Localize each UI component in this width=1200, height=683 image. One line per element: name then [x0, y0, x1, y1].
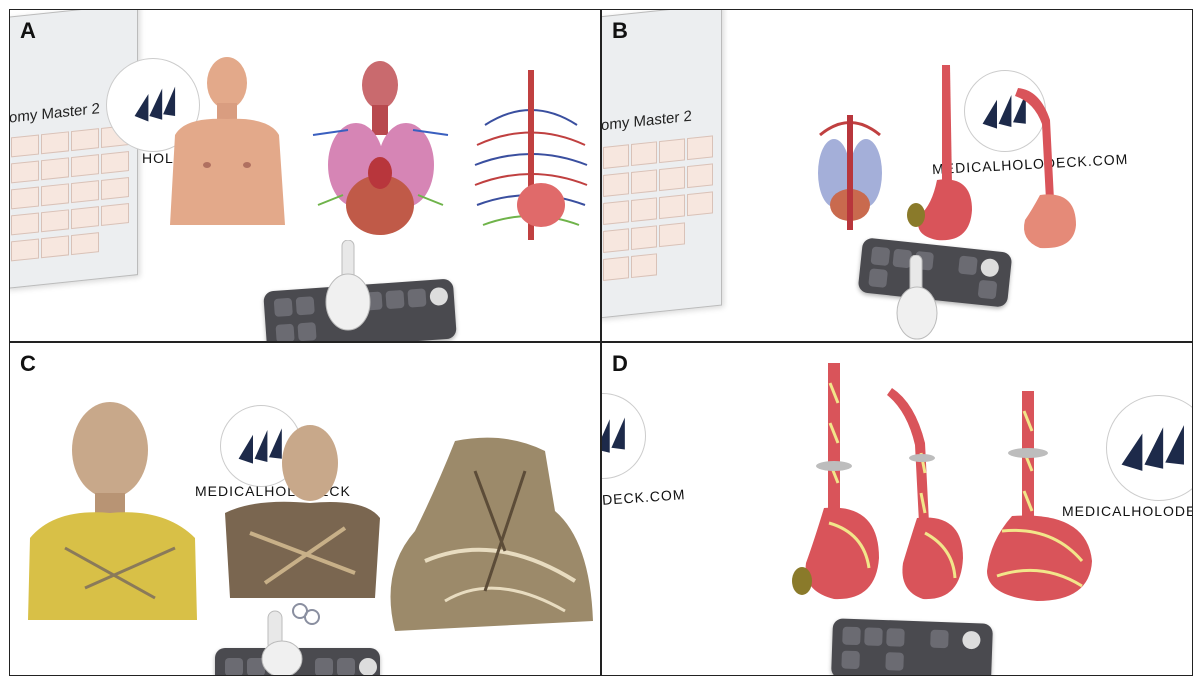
panel-b: B omy Master 2 — [601, 9, 1193, 342]
cadaver-dissection-model[interactable] — [375, 431, 600, 641]
panel-c: C MEDICALHOLODECK — [9, 342, 601, 676]
medicalholodeck-logo-left — [602, 393, 646, 479]
scale-icon[interactable] — [864, 627, 883, 646]
medicalholodeck-logo — [964, 70, 1046, 152]
vascular-model[interactable] — [465, 65, 597, 255]
vr-hand-pointer — [320, 239, 375, 335]
panel-label-b: B — [612, 18, 628, 43]
undo-icon[interactable] — [885, 652, 904, 671]
menu-thumbnails[interactable] — [10, 10, 137, 262]
panel-d: D DECK.COM MEDICALHOLODEC — [601, 342, 1193, 676]
hand-icon[interactable] — [841, 650, 860, 670]
move-icon[interactable] — [870, 246, 891, 267]
thorax-model[interactable] — [810, 105, 890, 240]
hand-icon[interactable] — [407, 288, 427, 308]
stomach-model[interactable] — [902, 65, 982, 245]
organs-model[interactable] — [308, 55, 453, 250]
undo-icon[interactable] — [297, 322, 317, 341]
brand-text: HOL — [142, 150, 174, 166]
panel-a: A omy Master 2 HOL — [9, 9, 601, 342]
stomach-annotated-2[interactable] — [887, 383, 967, 608]
panel-label-a: A — [20, 18, 36, 43]
hand-icon[interactable] — [868, 268, 888, 288]
move-icon[interactable] — [273, 297, 293, 317]
settings-icon[interactable] — [979, 257, 1000, 278]
stomach-model-2[interactable] — [1010, 80, 1085, 255]
vr-hand-pointer — [892, 254, 942, 340]
anatomy-menu-panel[interactable]: omy Master 2 — [601, 10, 722, 319]
menu-thumbnails[interactable] — [602, 10, 721, 281]
stomach-annotated-1[interactable] — [784, 363, 884, 608]
scale-icon[interactable] — [295, 296, 315, 316]
medicalholodeck-logo-right — [1106, 395, 1192, 501]
panel-label-d: D — [612, 351, 628, 376]
stomach-annotated-3[interactable] — [982, 391, 1097, 606]
pen-icon[interactable] — [958, 255, 978, 276]
cadaver-torso-model[interactable] — [215, 423, 385, 603]
cut-icon[interactable] — [275, 323, 295, 341]
tool-palette[interactable] — [831, 618, 993, 675]
vr-hand-scissors — [260, 601, 320, 675]
settings-icon[interactable] — [359, 658, 377, 675]
panel-label-c: C — [20, 351, 36, 376]
move-icon[interactable] — [842, 626, 861, 646]
pen-icon[interactable] — [930, 629, 949, 649]
medicalholodeck-logo — [106, 58, 200, 152]
menu-title: omy Master 2 — [601, 107, 692, 135]
scale-icon[interactable] — [247, 658, 265, 675]
menu-title: omy Master 2 — [9, 100, 100, 127]
cadaver-head-model[interactable] — [25, 398, 200, 623]
skin-model[interactable] — [165, 55, 290, 235]
brand-text-left: DECK.COM — [601, 486, 686, 508]
pen-icon[interactable] — [385, 289, 405, 310]
settings-icon[interactable] — [962, 630, 981, 650]
settings-icon[interactable] — [429, 286, 449, 307]
hand-icon[interactable] — [337, 658, 355, 675]
brand-text-right: MEDICALHOLODEC — [1062, 503, 1193, 519]
rotate-icon[interactable] — [315, 658, 333, 675]
undo-icon[interactable] — [977, 279, 998, 300]
move-icon[interactable] — [225, 658, 243, 675]
rotate-icon[interactable] — [886, 628, 905, 647]
